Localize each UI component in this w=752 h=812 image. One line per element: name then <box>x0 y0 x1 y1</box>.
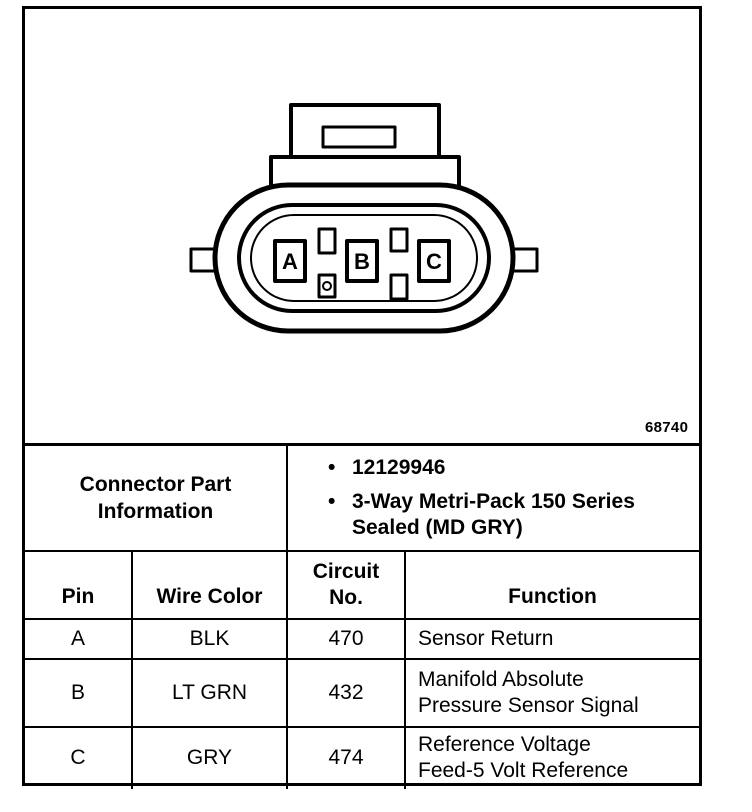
cell-pin: B <box>25 657 133 728</box>
cell-wire-color: GRY <box>131 725 288 789</box>
header-wire-color: Wire Color <box>131 549 288 620</box>
pin-cavity-a <box>273 239 307 283</box>
cell-function: Sensor Return <box>404 617 699 660</box>
cell-circuit: 432 <box>286 657 406 728</box>
terminal-lock-4 <box>389 273 409 301</box>
cell-function: Reference Voltage Feed-5 Volt Reference <box>404 725 699 789</box>
cell-circuit: 474 <box>286 725 406 789</box>
cell-wire-color: LT GRN <box>131 657 288 728</box>
cell-pin: A <box>25 617 133 660</box>
terminal-lock-dot <box>322 281 332 291</box>
pin-cavity-c <box>417 239 451 283</box>
left-ear <box>189 247 217 273</box>
pin-label-a: A <box>282 249 298 274</box>
part-series-item: 3-Way Metri-Pack 150 Series Sealed (MD G… <box>328 489 699 541</box>
connector-chart-frame: A B C 68740 Connector Part Information 1… <box>22 6 702 789</box>
connector-diagram: A B C 68740 <box>25 9 699 443</box>
table-row: C GRY 474 Reference Voltage Feed-5 Volt … <box>25 725 699 789</box>
pin-label-b: B <box>354 249 370 274</box>
terminal-lock-2 <box>317 273 337 299</box>
pin-label-c: C <box>426 249 442 274</box>
connector-seal-ring <box>250 214 478 302</box>
latch-tab <box>321 125 397 149</box>
table-row: A BLK 470 Sensor Return <box>25 617 699 660</box>
header-row: Pin Wire Color Circuit No. Function <box>25 549 699 620</box>
latch-housing <box>289 103 441 159</box>
right-ear <box>511 247 539 273</box>
part-info-row: Connector Part Information 12129946 3-Wa… <box>25 443 699 552</box>
cell-circuit: 470 <box>286 617 406 660</box>
connector-drawing: A B C <box>189 103 539 334</box>
cell-function: Manifold Absolute Pressure Sensor Signal <box>404 657 699 728</box>
part-number-item: 12129946 <box>328 455 699 481</box>
terminal-lock-3 <box>389 227 409 253</box>
cell-wire-color: BLK <box>131 617 288 660</box>
connector-info-table: Connector Part Information 12129946 3-Wa… <box>25 443 699 789</box>
header-pin: Pin <box>25 549 133 620</box>
pin-cavity-b <box>345 239 379 283</box>
connector-body-outer <box>212 182 516 334</box>
header-circuit-no: Circuit No. <box>286 549 406 620</box>
header-function: Function <box>404 549 699 620</box>
table-row: B LT GRN 432 Manifold Absolute Pressure … <box>25 657 699 728</box>
part-info-list: 12129946 3-Way Metri-Pack 150 Series Sea… <box>286 443 699 552</box>
part-info-label: Connector Part Information <box>25 443 288 552</box>
figure-number: 68740 <box>645 419 689 436</box>
connector-body-inner <box>237 203 491 313</box>
cell-pin: C <box>25 725 133 789</box>
terminal-lock-1 <box>317 227 337 255</box>
latch-shoulder <box>269 155 461 189</box>
